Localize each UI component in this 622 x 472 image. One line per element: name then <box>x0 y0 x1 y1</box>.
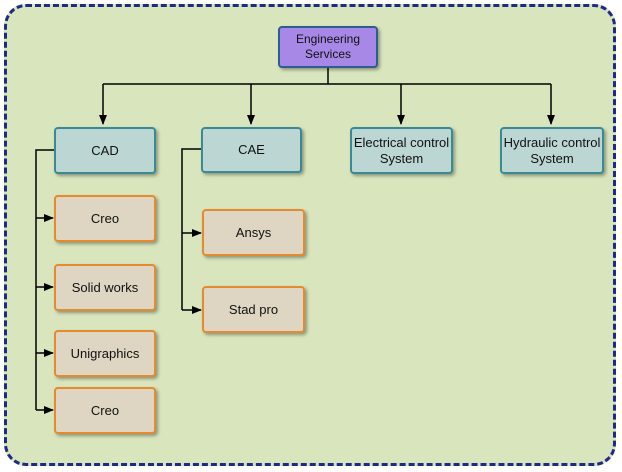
cad-spine <box>35 149 54 410</box>
cad-child-creo: Creo <box>54 195 156 242</box>
root-node: Engineering Services <box>278 26 378 68</box>
cae-spine <box>181 148 202 310</box>
cad-child-creo-2: Creo <box>54 387 156 434</box>
category-electrical-control-system: Electrical control System <box>350 127 453 174</box>
cad-child-unigraphics: Unigraphics <box>54 330 156 377</box>
category-hydraulic-control-system: Hydraulic control System <box>500 127 604 174</box>
cae-child-stad-pro: Stad pro <box>202 286 305 333</box>
category-cad: CAD <box>54 127 156 174</box>
category-cae: CAE <box>201 127 302 173</box>
cae-child-ansys: Ansys <box>202 209 305 256</box>
cad-child-solid-works: Solid works <box>54 264 156 311</box>
